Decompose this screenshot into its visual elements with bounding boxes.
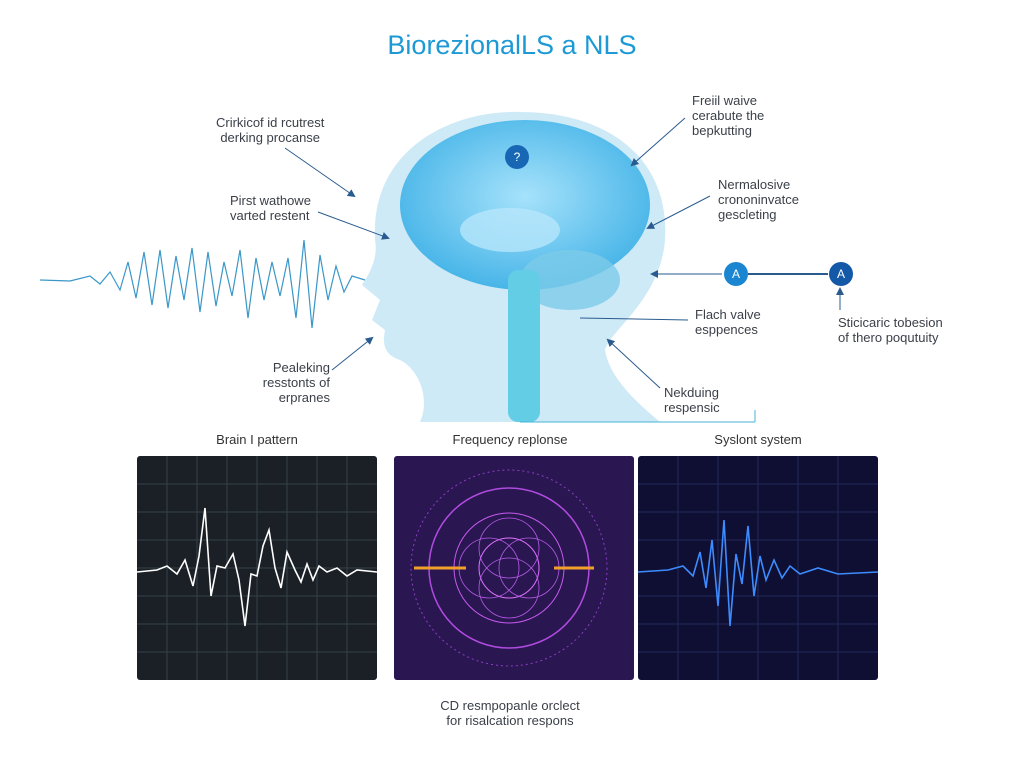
brain-wave <box>137 507 377 627</box>
brain-pattern-panel <box>137 456 377 680</box>
left-signal-wave <box>39 239 366 329</box>
system-panel <box>638 456 878 680</box>
panel-title-brain: Brain I pattern <box>216 432 298 447</box>
head-illustration <box>39 111 844 423</box>
brain <box>400 120 650 290</box>
system-wave <box>638 519 878 627</box>
panel-title-system: Syslont system <box>714 432 802 447</box>
node-a-right[interactable]: A <box>829 262 853 286</box>
node-a-left[interactable]: A <box>724 262 748 286</box>
info-badge[interactable]: ? <box>505 145 529 169</box>
spine <box>508 270 540 422</box>
panel-title-frequency: Frequency replonse <box>452 432 568 447</box>
page-title: BiorezionalLS a NLS <box>387 30 637 60</box>
frequency-response-panel <box>394 456 634 680</box>
